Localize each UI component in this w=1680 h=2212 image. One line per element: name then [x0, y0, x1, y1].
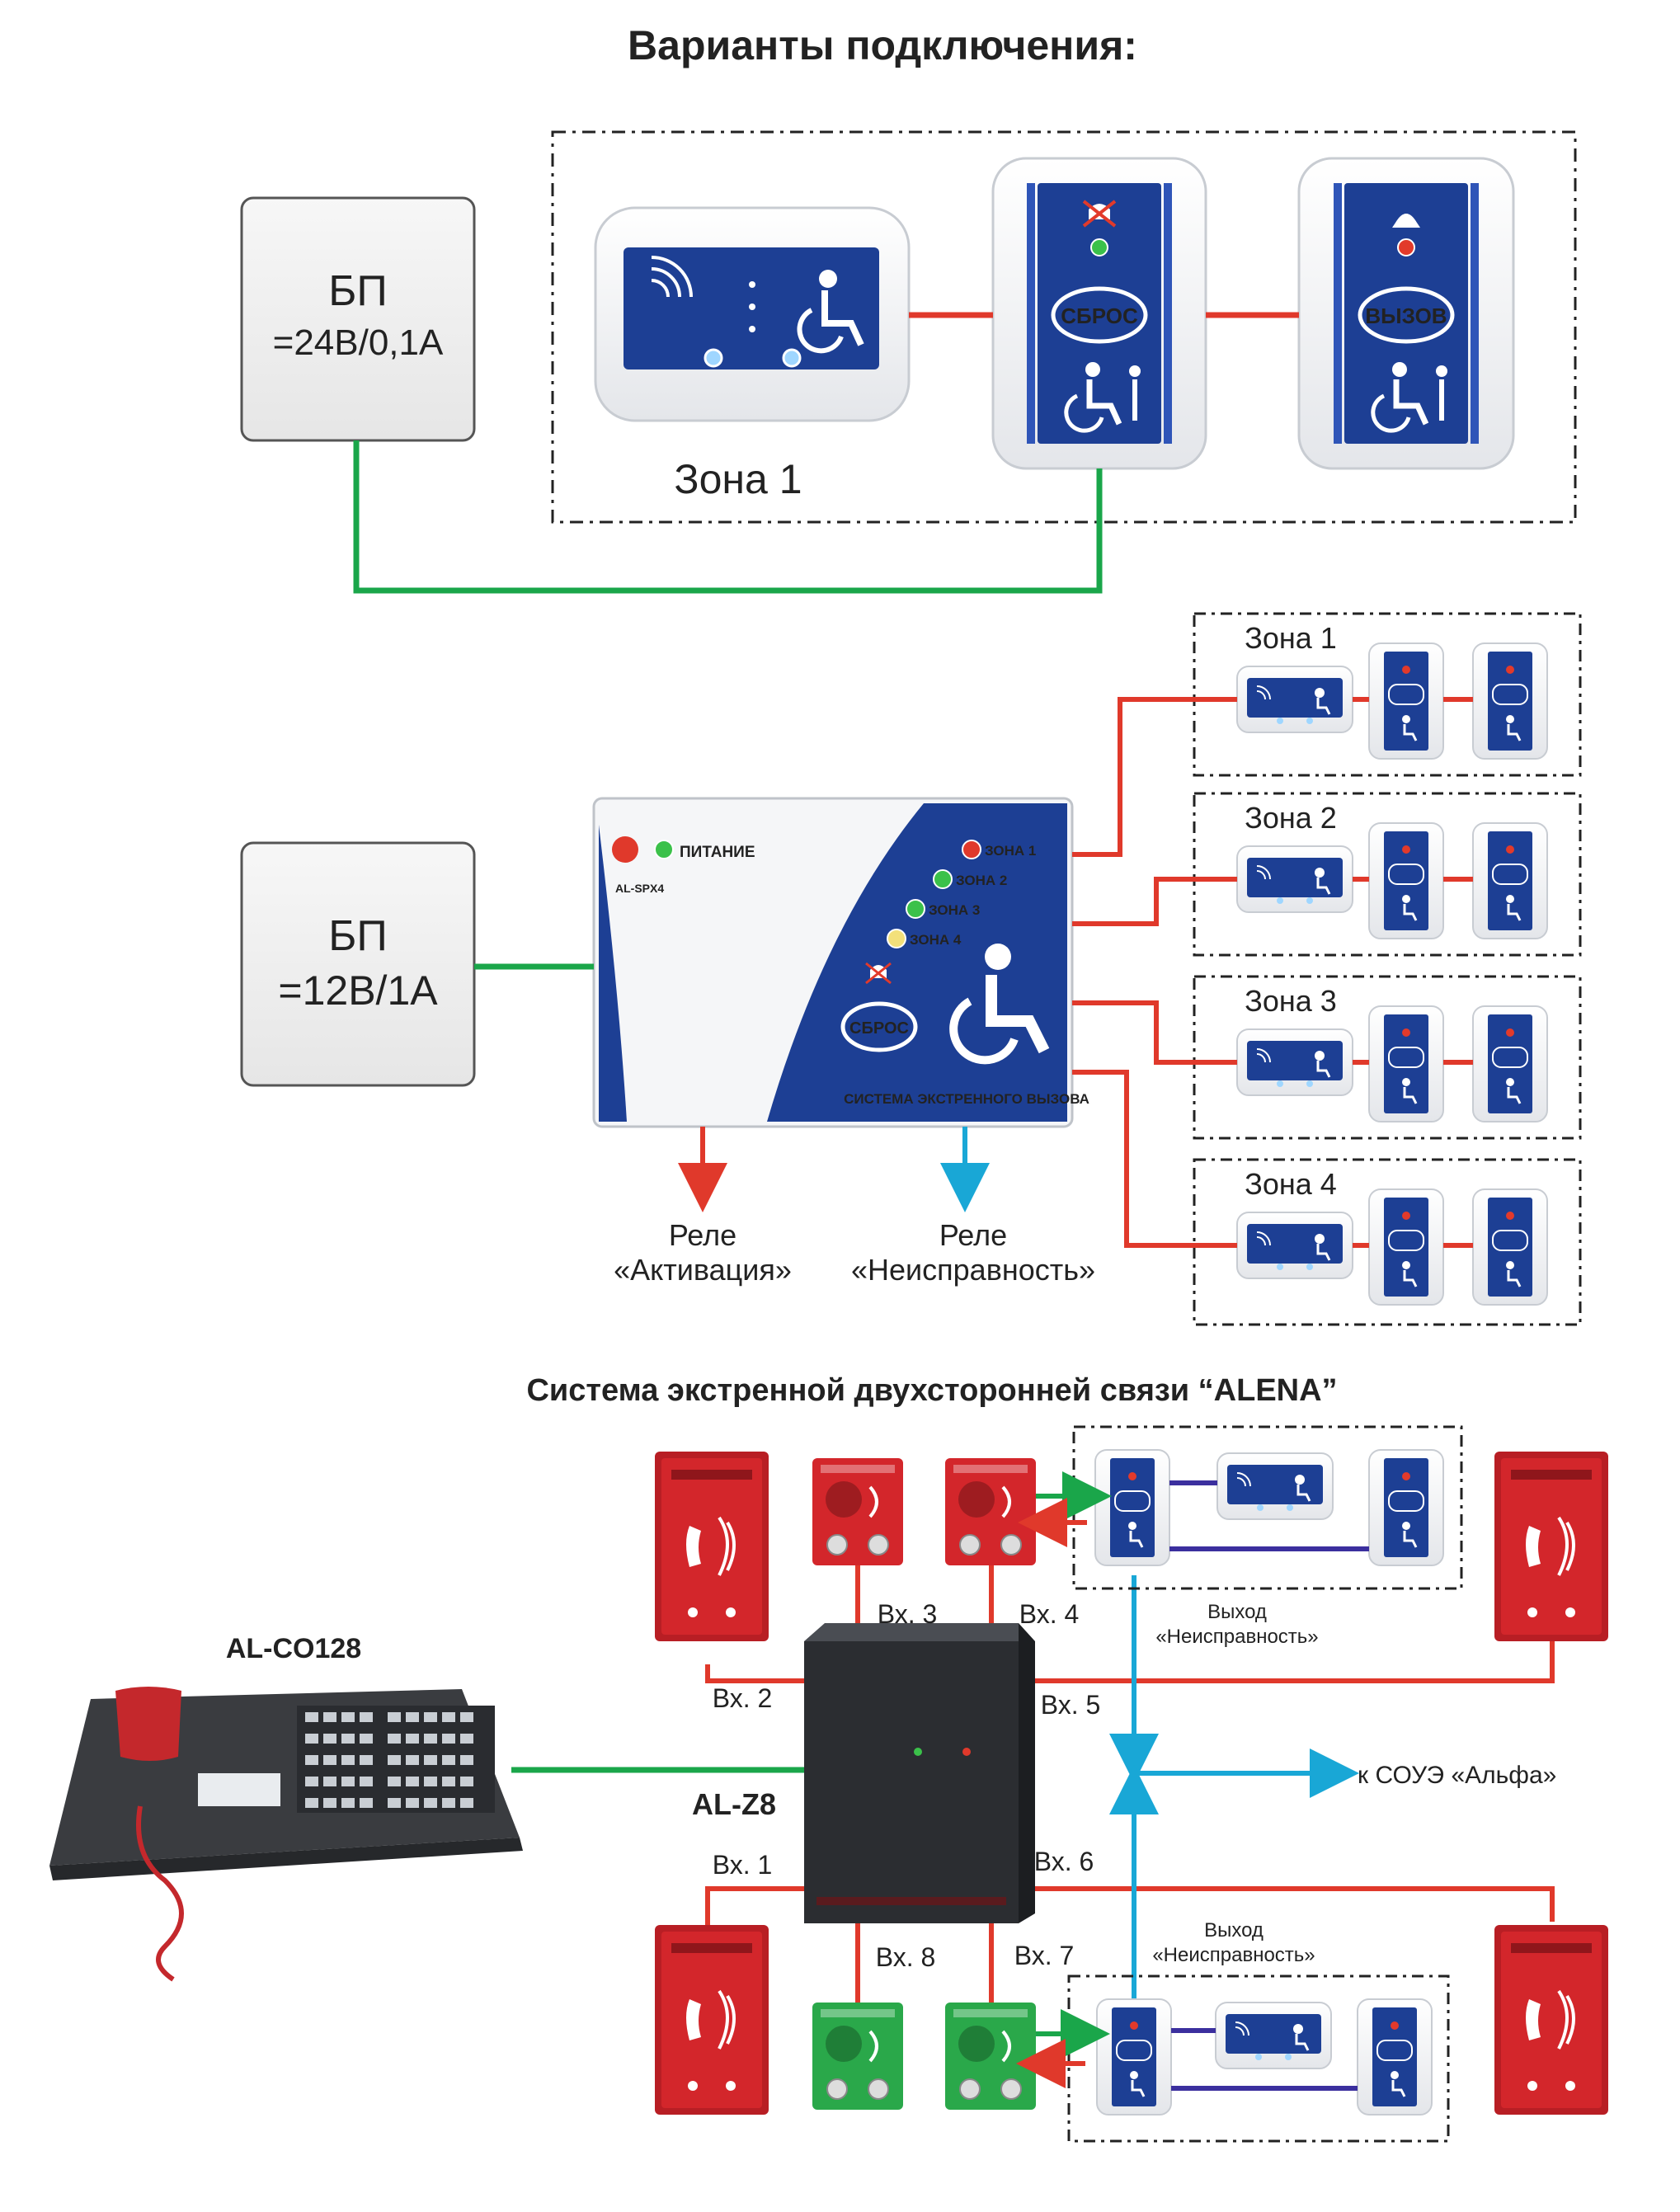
zone-1-frame: [551, 130, 1577, 524]
psu-spec: =24В/0,1А: [273, 322, 444, 363]
wire-zone-4: [1072, 1070, 1237, 1248]
zone-2-led: [933, 869, 953, 889]
bell-icon: [1392, 214, 1420, 228]
input-label-4: Вх. 4: [1019, 1599, 1080, 1629]
wire-zone-1: [1072, 697, 1237, 857]
psu-12v-box: БП =12В/1А: [240, 841, 476, 1087]
console-al-co128: AL-CO128: [49, 1633, 523, 1982]
wire-zone-3: [1072, 1000, 1237, 1065]
section-3-title: Система экстренной двухсторонней связи “…: [526, 1373, 1337, 1408]
wire-green: [353, 440, 1103, 594]
input-label-6: Вх. 6: [1034, 1847, 1094, 1876]
psu-spec: =12В/1А: [278, 967, 438, 1014]
bell-muted-icon: [1082, 200, 1117, 228]
zone-4-led-label: ЗОНА 4: [910, 932, 962, 948]
zone-label: Зона 1: [674, 456, 802, 502]
speaker-panel-green: [811, 2001, 905, 2111]
zone-4-led: [887, 929, 906, 948]
input-label-2: Вх. 2: [713, 1683, 773, 1713]
zone-3-led-label: ЗОНА 3: [929, 902, 980, 918]
zone-frame-1: Зона 1: [1193, 612, 1582, 777]
zone-1-led-label: ЗОНА 1: [985, 843, 1036, 859]
wireless-icon: [651, 256, 693, 298]
relay-fault-line1: Реле: [939, 1218, 1007, 1252]
reset-label: СБРОС: [849, 1019, 909, 1038]
handset-icon: [115, 1687, 181, 1761]
status-led: [1090, 238, 1108, 256]
reset-label: СБРОС: [1061, 304, 1138, 328]
zone-frame-top: [1072, 1425, 1463, 1590]
section-1: БП =24В/0,1А: [240, 130, 1577, 594]
zone-label: Зона 1: [1245, 621, 1337, 655]
zone-1-led: [962, 840, 981, 859]
power-led: [654, 840, 674, 859]
relay-fault-line2: «Неисправность»: [851, 1253, 1095, 1287]
fault-output-top-line2: «Неисправность»: [1155, 1626, 1318, 1648]
model-label: AL-SPX4: [615, 882, 664, 895]
reset-button-device: СБРОС: [991, 157, 1207, 470]
page-title: Варианты подключения:: [628, 22, 1137, 68]
relay-activation-line1: Реле: [669, 1218, 736, 1252]
fault-output-bottom-line1: Выход: [1204, 1919, 1264, 1941]
zone-2-led-label: ЗОНА 2: [956, 873, 1007, 888]
input-label-7: Вх. 7: [1014, 1941, 1075, 1970]
wall-reader: [594, 206, 911, 422]
psu-name: БП: [328, 912, 388, 960]
speaker-panel-red: [944, 1457, 1038, 1567]
input-label-3: Вх. 3: [878, 1599, 938, 1629]
zone-frame-bottom: [1067, 1974, 1450, 2143]
speaker-panel-green: [944, 2001, 1038, 2111]
psu-name: БП: [328, 267, 388, 315]
power-label: ПИТАНИЕ: [680, 844, 755, 861]
input-label-8: Вх. 8: [876, 1942, 936, 1972]
controller-panel: ПИТАНИЕ AL-SPX4 ЗОНА 1 ЗОНА 2 ЗОНА 3 ЗОН…: [592, 797, 1089, 1128]
fault-output-bottom-line2: «Неисправность»: [1152, 1944, 1315, 1966]
zone-frame-2: Зона 2: [1193, 792, 1582, 957]
input-label-5: Вх. 5: [1041, 1690, 1101, 1720]
intercom-panel-red: [1493, 1923, 1610, 2116]
panel-footer: СИСТЕМА ЭКСТРЕННОГО ВЫЗОВА: [844, 1091, 1089, 1107]
status-led: [1397, 238, 1415, 256]
input-label-1: Вх. 1: [713, 1850, 773, 1880]
fault-output-top-line1: Выход: [1207, 1601, 1267, 1623]
zone-frame-4: Зона 4: [1193, 1158, 1582, 1326]
reset-button: [840, 1001, 918, 1052]
zone-3-led: [906, 899, 925, 919]
call-button-device: ВЫЗОВ: [1297, 157, 1515, 470]
wire-zone-2: [1072, 877, 1237, 926]
blue-wires: [1109, 1575, 1359, 2001]
relay-activation-line2: «Активация»: [614, 1253, 792, 1287]
call-label: ВЫЗОВ: [1365, 304, 1447, 328]
wheelchair-icon: [1371, 362, 1447, 433]
intercom-panel-red: [653, 1923, 770, 2116]
section-3: Система экстренной двухсторонней связи “…: [49, 1373, 1610, 2143]
console-label: AL-CO128: [226, 1633, 361, 1664]
speaker-panel-red: [811, 1457, 905, 1567]
bell-muted-icon: [865, 962, 892, 985]
zone-frame-3: Зона 3: [1193, 975, 1582, 1140]
to-soue-label: к СОУЭ «Альфа»: [1358, 1762, 1556, 1789]
intercom-panel-red: [1493, 1450, 1610, 1643]
section-2: БП =12В/1А ПИТАНИЕ AL-SPX4 ЗОНА 1 ЗОНА 2…: [240, 612, 1582, 1326]
hub-label: AL-Z8: [692, 1787, 776, 1821]
psu-24v-box: БП =24В/0,1А: [240, 196, 476, 442]
logo-icon: [612, 836, 638, 863]
wheelchair-icon: [949, 944, 1050, 1065]
zone-label: Зона 3: [1245, 984, 1337, 1018]
wheelchair-icon: [1064, 362, 1141, 433]
zone-label: Зона 4: [1245, 1167, 1337, 1201]
zone-label: Зона 2: [1245, 801, 1337, 835]
wheelchair-icon: [797, 270, 864, 354]
intercom-panel-red: [653, 1450, 770, 1643]
hub-al-z8: AL-Z8: [692, 1623, 1035, 1923]
keypad: [198, 1712, 473, 1808]
